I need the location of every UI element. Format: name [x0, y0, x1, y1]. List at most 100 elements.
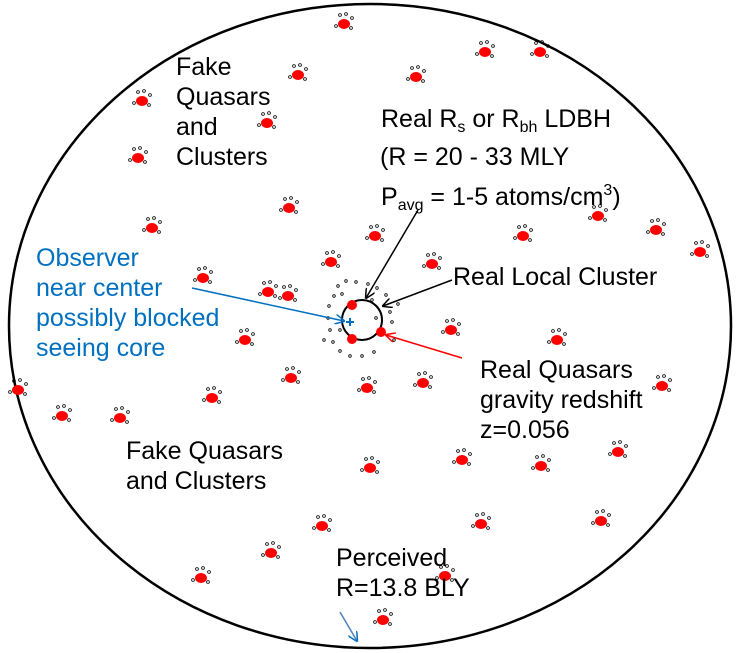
quasar-dot: [142, 216, 162, 234]
real-rs-prefix: Real R: [381, 105, 458, 133]
fake-top-line-2: Quasars: [176, 83, 271, 111]
cluster-speck: [390, 320, 394, 324]
fake-bottom-line-2: and Clusters: [126, 467, 267, 495]
cluster-speck: [322, 338, 326, 342]
quasar-dot: [531, 454, 551, 472]
quasar-dot: [312, 514, 332, 532]
core-quasar: [347, 334, 357, 344]
quasar-dot: [365, 224, 385, 242]
real-quasars-line-2: gravity redshift: [480, 386, 643, 414]
cluster-speck: [338, 328, 342, 332]
observer-line-1: Observer: [36, 244, 139, 272]
quasar-dot: [257, 111, 277, 129]
cluster-speck: [384, 293, 388, 297]
perceived-line-2: R=13.8 BLY: [336, 574, 470, 602]
real-rs-sub-bh: bh: [519, 119, 538, 136]
quasar-dot: [52, 404, 72, 422]
observer-marker: [346, 318, 354, 326]
cluster-speck: [328, 328, 332, 332]
quasar-dot: [475, 40, 495, 58]
cluster-speck: [331, 340, 335, 344]
density-label: Pavg = 1-5 atoms/cm3): [381, 182, 621, 214]
local-cluster-label: Real Local Cluster: [453, 262, 657, 292]
density-prefix: P: [381, 183, 398, 211]
quasar-dot: [646, 218, 666, 236]
fake-top-line-1: Fake: [176, 53, 232, 81]
quasar-dot: [608, 440, 628, 458]
quasar-dot: [128, 146, 148, 164]
quasar-dot: [471, 512, 491, 530]
quasar-dot: [278, 284, 298, 302]
quasar-dot: [422, 252, 442, 270]
cluster-speck: [332, 294, 336, 298]
quasar-dot: [452, 448, 472, 466]
quasar-dot: [258, 280, 278, 298]
quasar-dot: [334, 12, 354, 30]
quasar-dot: [202, 386, 222, 404]
perceived-label: Perceived R=13.8 BLY: [336, 543, 470, 603]
local-cluster-arrow: [383, 279, 453, 306]
quasar-dot: [513, 224, 533, 242]
quasar-dot: [110, 406, 130, 424]
cluster-speck: [354, 280, 358, 284]
density-sup-3: 3: [603, 182, 613, 199]
quasar-dot: [193, 266, 213, 284]
quasar-dot: [191, 566, 211, 584]
cluster-speck: [336, 284, 340, 288]
quasar-dot: [530, 40, 550, 58]
fake-quasars-top-label: Fake Quasars and Clusters: [176, 52, 270, 172]
observer-label: Observer near center possibly blocked se…: [36, 243, 219, 363]
cluster-speck: [396, 302, 400, 306]
quasar-dot: [132, 89, 152, 107]
local-cluster-text: Real Local Cluster: [453, 263, 658, 291]
cluster-speck: [374, 316, 378, 320]
fake-bottom-line-1: Fake Quasars: [126, 437, 284, 465]
quasar-dot: [360, 456, 380, 474]
cluster-speck: [327, 304, 331, 308]
real-quasars-line-3: z=0.056: [480, 416, 570, 444]
quasar-dot: [547, 328, 567, 346]
cluster-speck: [370, 298, 374, 302]
cluster-speck: [388, 310, 392, 314]
cluster-speck: [340, 292, 344, 296]
real-rs-sub-s: s: [457, 119, 466, 136]
quasar-dot: [413, 371, 433, 389]
fake-top-line-3: and: [176, 113, 218, 141]
quasar-dot: [261, 541, 281, 559]
quasar-dot: [8, 378, 28, 396]
core-quasar: [376, 327, 386, 337]
quasar-dot: [373, 608, 393, 626]
r-range-label: (R = 20 - 33 MLY: [380, 142, 569, 172]
real-rs-middle: or R: [465, 105, 520, 133]
fake-quasars-bottom-label: Fake Quasars and Clusters: [126, 436, 283, 496]
cluster-speck: [348, 354, 352, 358]
quasar-dot: [588, 204, 608, 222]
cluster-speck: [392, 338, 396, 342]
quasar-dot: [235, 328, 255, 346]
quasar-dot: [652, 374, 672, 392]
perceived-radius-arrow: [339, 611, 357, 641]
density-middle: = 1-5 atoms/cm: [423, 183, 604, 211]
quasar-dot: [288, 63, 308, 81]
quasar-dot: [406, 65, 426, 83]
quasar-dot: [690, 240, 710, 258]
quasar-dot: [279, 196, 299, 214]
real-rs-suffix: LDBH: [537, 105, 612, 133]
real-quasars-line-1: Real Quasars: [480, 356, 633, 384]
quasar-dot: [435, 564, 455, 582]
quasar-dot: [441, 318, 461, 336]
quasar-dots: [8, 12, 710, 626]
quasar-dot: [321, 250, 341, 268]
cluster-speck: [366, 282, 370, 286]
r-range-text: (R = 20 - 33 MLY: [380, 143, 570, 171]
perceived-universe-boundary: [7, 2, 733, 650]
observer-line-2: near center: [36, 274, 163, 302]
observer-arrow: [191, 287, 344, 321]
perceived-line-1: Perceived: [336, 544, 448, 572]
quasar-dot: [281, 366, 301, 384]
real-quasar-arrow: [386, 335, 463, 359]
quasar-dot: [357, 376, 377, 394]
real-rs-label: Real Rs or Rbh LDBH: [381, 104, 612, 136]
